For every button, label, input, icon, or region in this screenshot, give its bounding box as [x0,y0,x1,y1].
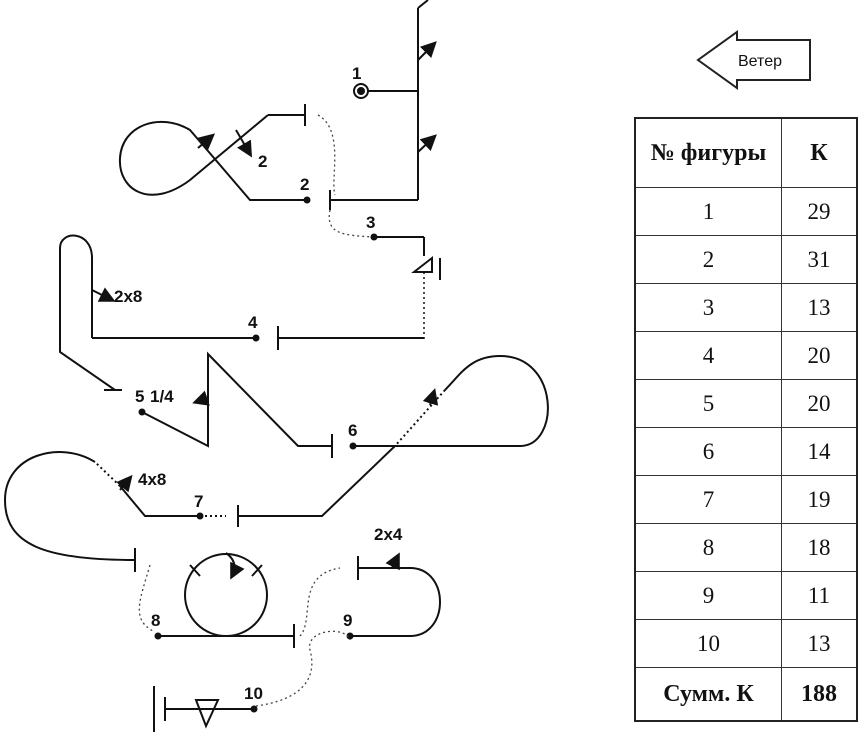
figure-label-10: 10 [244,684,263,703]
header-figure-number: № фигуры [634,117,782,188]
table-total-row: Сумм. К 188 [634,667,858,722]
figure-2 [118,104,311,204]
figure-3 [370,233,441,340]
figure-1 [329,0,437,210]
figure-9 [346,552,441,640]
table-cell-fig: 2 [634,235,782,284]
roll-annotation-2x4: 2x4 [374,525,403,544]
roll-annotation-1-4: 1/4 [150,387,174,406]
table-cell-k: 11 [780,571,858,620]
table-cell-k: 29 [780,187,858,236]
wind-label: Ветер [738,53,782,70]
table-cell-fig: 1 [634,187,782,236]
table-cell-fig: 10 [634,619,782,668]
table-cell-fig: 4 [634,331,782,380]
table-cell-fig: 9 [634,571,782,620]
table-cell-fig: 8 [634,523,782,572]
roll-annotation-2: 2 [258,152,267,171]
table-cell-k: 20 [780,331,858,380]
header-k: К [780,117,858,188]
table-cell-k: 19 [780,475,858,524]
figure-label-5: 5 [135,387,144,406]
table-cell-fig: 3 [634,283,782,332]
figure-label-9: 9 [343,611,352,630]
total-value: 188 [780,667,858,722]
table-cell-fig: 6 [634,427,782,476]
figure-7 [3,451,226,572]
figure-4 [59,234,424,391]
figure-label-2: 2 [300,175,309,194]
figure-10 [153,686,258,732]
figure-label-8: 8 [151,611,160,630]
wind-arrow: Ветер [696,30,811,90]
table-cell-k: 13 [780,619,858,668]
table-cell-k: 20 [780,379,858,428]
table-cell-k: 31 [780,235,858,284]
table-cell-fig: 5 [634,379,782,428]
figure-label-4: 4 [248,313,258,332]
figure-6 [237,354,549,527]
total-label: Сумм. К [634,667,782,722]
table-cell-fig: 7 [634,475,782,524]
table-header-row: № фигуры К [634,117,858,188]
roll-annotation-2x8: 2x8 [114,287,142,306]
table-cell-k: 13 [780,283,858,332]
table-cell-k: 14 [780,427,858,476]
figure-label-1: 1 [352,64,361,83]
figure-8 [154,552,295,648]
roll-annotation-4x8: 4x8 [138,470,166,489]
table-cell-k: 18 [780,523,858,572]
figure-label-7: 7 [194,492,203,511]
figure-label-6: 6 [348,421,357,440]
figure-5 [138,351,333,458]
figure-label-3: 3 [366,213,375,232]
